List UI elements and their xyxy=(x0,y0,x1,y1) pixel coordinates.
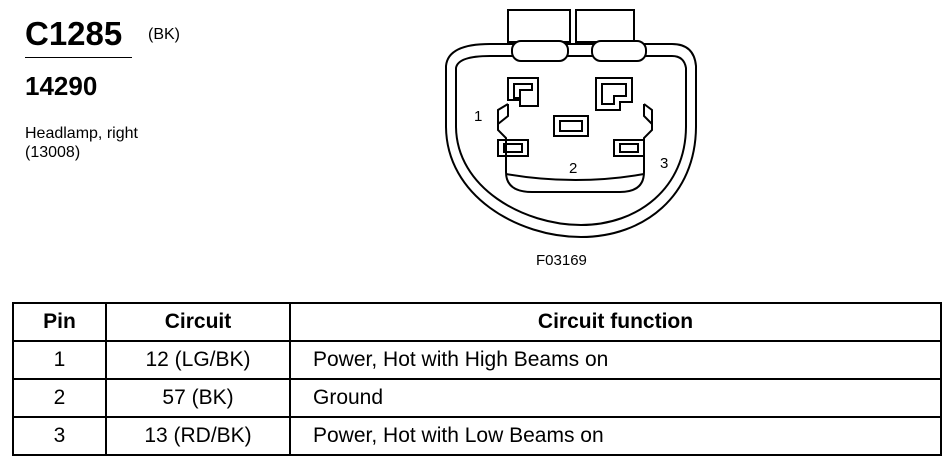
circuit-cell: 12 (LG/BK) xyxy=(105,340,291,380)
housing-inner-outline xyxy=(455,55,687,227)
circuit-function-cell: Power, Hot with High Beams on xyxy=(289,340,942,380)
title-underline xyxy=(25,57,132,58)
description-line-1: Headlamp, right xyxy=(25,125,138,142)
circuit-cell: 57 (BK) xyxy=(105,378,291,418)
connector-color: (BK) xyxy=(148,26,180,43)
terminal-2-housing xyxy=(553,115,589,137)
pin-label-3: 3 xyxy=(660,155,668,172)
latch-right-top xyxy=(575,9,635,43)
terminal-3-side-housing xyxy=(613,139,645,157)
connector-description: Headlamp, right (13008) xyxy=(25,124,138,162)
circuit-function-cell: Ground xyxy=(289,378,942,418)
latch-left-top xyxy=(507,9,571,43)
header-circuit: Circuit xyxy=(105,302,291,342)
cavity-outline xyxy=(497,103,653,193)
table-row: 1 12 (LG/BK) Power, Hot with High Beams … xyxy=(12,340,942,380)
header-circuit-function: Circuit function xyxy=(289,302,942,342)
pin-label-1: 1 xyxy=(474,108,482,125)
terminal-1-side-housing xyxy=(497,139,529,157)
description-line-2: (13008) xyxy=(25,144,81,161)
latch-left-base xyxy=(511,40,569,62)
connector-face-diagram: 1 2 3 xyxy=(445,9,697,239)
cavity-floor xyxy=(505,173,645,181)
housing-outer-outline xyxy=(445,43,697,239)
pin-cell: 2 xyxy=(12,378,107,418)
terminal-3-housing xyxy=(595,77,633,111)
terminal-3-slot xyxy=(601,83,627,105)
connector-id: C1285 xyxy=(25,15,123,52)
header-pin: Pin xyxy=(12,302,107,342)
table-row: 2 57 (BK) Ground xyxy=(12,378,942,418)
table-row: 3 13 (RD/BK) Power, Hot with Low Beams o… xyxy=(12,416,942,456)
figure-id: F03169 xyxy=(536,252,587,269)
terminal-1-housing xyxy=(507,77,539,107)
part-number: 14290 xyxy=(25,71,98,101)
pin-cell: 3 xyxy=(12,416,107,456)
terminal-1-side-slot xyxy=(503,143,523,153)
circuit-function-cell: Power, Hot with Low Beams on xyxy=(289,416,942,456)
terminal-3-side-slot xyxy=(619,143,639,153)
pin-table: Pin Circuit Circuit function 1 12 (LG/BK… xyxy=(12,302,942,456)
circuit-cell: 13 (RD/BK) xyxy=(105,416,291,456)
pin-label-2: 2 xyxy=(569,160,577,177)
terminal-2-slot xyxy=(559,120,583,132)
table-header-row: Pin Circuit Circuit function xyxy=(12,302,942,342)
terminal-1-slot xyxy=(513,83,533,99)
cavity-left-wall xyxy=(497,104,509,125)
pin-cell: 1 xyxy=(12,340,107,380)
cavity-right-wall xyxy=(643,104,653,125)
latch-right-base xyxy=(591,40,647,62)
